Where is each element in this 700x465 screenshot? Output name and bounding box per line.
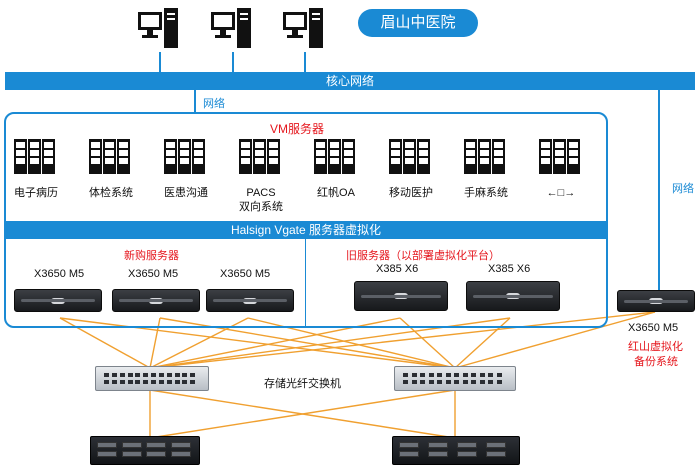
vm-servers-box (4, 112, 608, 328)
backup-server-desc-line2: 备份系统 (634, 356, 678, 368)
server-cluster-icon (314, 139, 358, 180)
core-network-bar: 核心网络 (5, 72, 695, 90)
storage-array-icon (90, 436, 200, 465)
vm-service-label: 红帆OA (317, 187, 355, 199)
old-servers-title: 旧服务器（以部署虚拟化平台） (346, 250, 500, 262)
pc-icon (281, 6, 327, 57)
vm-service-label: 移动医护 (389, 187, 433, 199)
fiber-switch-icon (95, 366, 209, 391)
vm-servers-title: VM服务器 (270, 122, 325, 136)
fiber-switch-icon (394, 366, 516, 391)
network-label-right: 网络 (672, 183, 694, 195)
virtualization-bar: Halsign Vgate 服务器虚拟化 (6, 221, 606, 239)
hospital-name-badge: 眉山中医院 (358, 9, 478, 37)
new-server-model: X3650 M5 (34, 268, 85, 280)
vm-service-label: PACS 双向系统 (239, 187, 283, 213)
network-label-left: 网络 (203, 98, 225, 110)
rack-server-icon (112, 289, 200, 312)
server-cluster-icon (89, 139, 133, 180)
backup-server-desc-line1: 红山虚拟化 (628, 341, 683, 353)
rack-server-icon (14, 289, 102, 312)
old-server-model: X385 X6 (488, 263, 531, 275)
server-cluster-icon (389, 139, 433, 180)
backup-server-model: X3650 M5 (628, 322, 679, 334)
server-cluster-icon (239, 139, 283, 180)
storage-switch-label: 存储光纤交换机 (264, 378, 341, 390)
server-cluster-icon (164, 139, 208, 180)
vm-service-label: ←□→ (546, 187, 576, 199)
old-server-model: X385 X6 (376, 263, 419, 275)
vm-service-label: 体检系统 (89, 187, 133, 199)
new-server-model: X3650 M5 (220, 268, 271, 280)
storage-array-icon (392, 436, 520, 465)
server-cluster-icon (539, 139, 583, 180)
vm-service-label: 电子病历 (14, 187, 58, 199)
rack-server-icon (206, 289, 294, 312)
pc-icon (209, 6, 255, 57)
new-server-model: X3650 M5 (128, 268, 179, 280)
backup-rack-server-icon (617, 290, 695, 312)
new-servers-title: 新购服务器 (124, 250, 179, 262)
server-cluster-icon (14, 139, 58, 180)
server-group-divider (305, 239, 306, 327)
vm-service-label: 手麻系统 (464, 187, 508, 199)
pc-icon (136, 6, 182, 57)
vm-service-label: 医患沟通 (164, 187, 208, 199)
server-cluster-icon (464, 139, 508, 180)
rack-server-icon (466, 281, 560, 311)
rack-server-icon (354, 281, 448, 311)
